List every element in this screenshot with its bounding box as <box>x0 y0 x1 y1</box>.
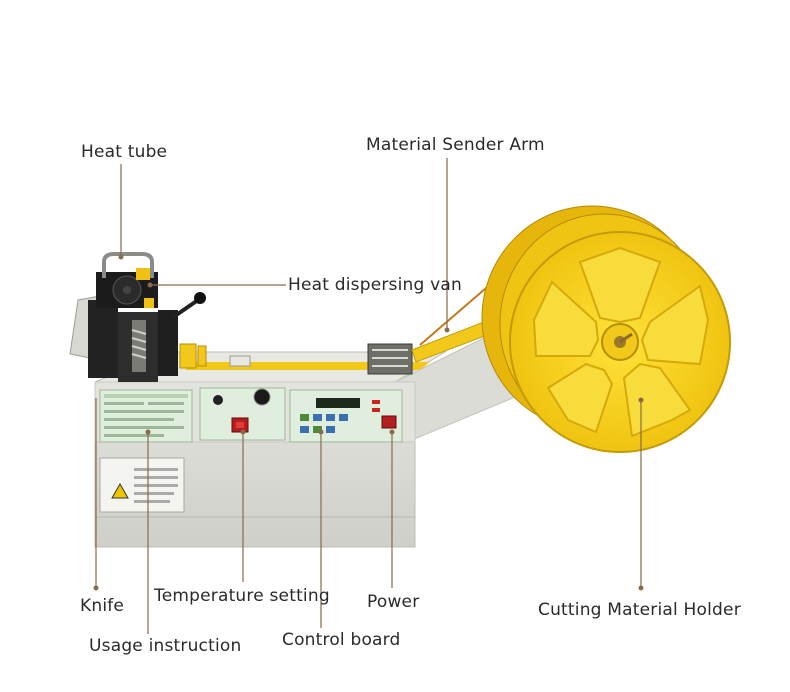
knife-assembly <box>69 292 206 382</box>
label-power: Power <box>367 592 420 612</box>
label-temperature-setting: Temperature setting <box>154 586 330 606</box>
label-material-sender-arm: Material Sender Arm <box>366 135 545 155</box>
label-control-board: Control board <box>282 630 401 650</box>
leader-lines <box>93 158 644 634</box>
cutting-material-reel <box>481 205 731 453</box>
control-board-panel <box>289 389 403 443</box>
usage-instruction-panel <box>99 389 193 443</box>
label-cutting-material-holder: Cutting Material Holder <box>538 600 741 620</box>
label-heat-dispersing-van: Heat dispersing van <box>288 275 462 295</box>
label-heat-tube: Heat tube <box>81 142 168 162</box>
label-knife: Knife <box>80 596 125 616</box>
heat-tube <box>102 252 154 280</box>
yellow-guide-blocks <box>179 343 251 369</box>
label-usage-instruction: Usage instruction <box>89 636 242 656</box>
warning-label <box>99 457 185 513</box>
